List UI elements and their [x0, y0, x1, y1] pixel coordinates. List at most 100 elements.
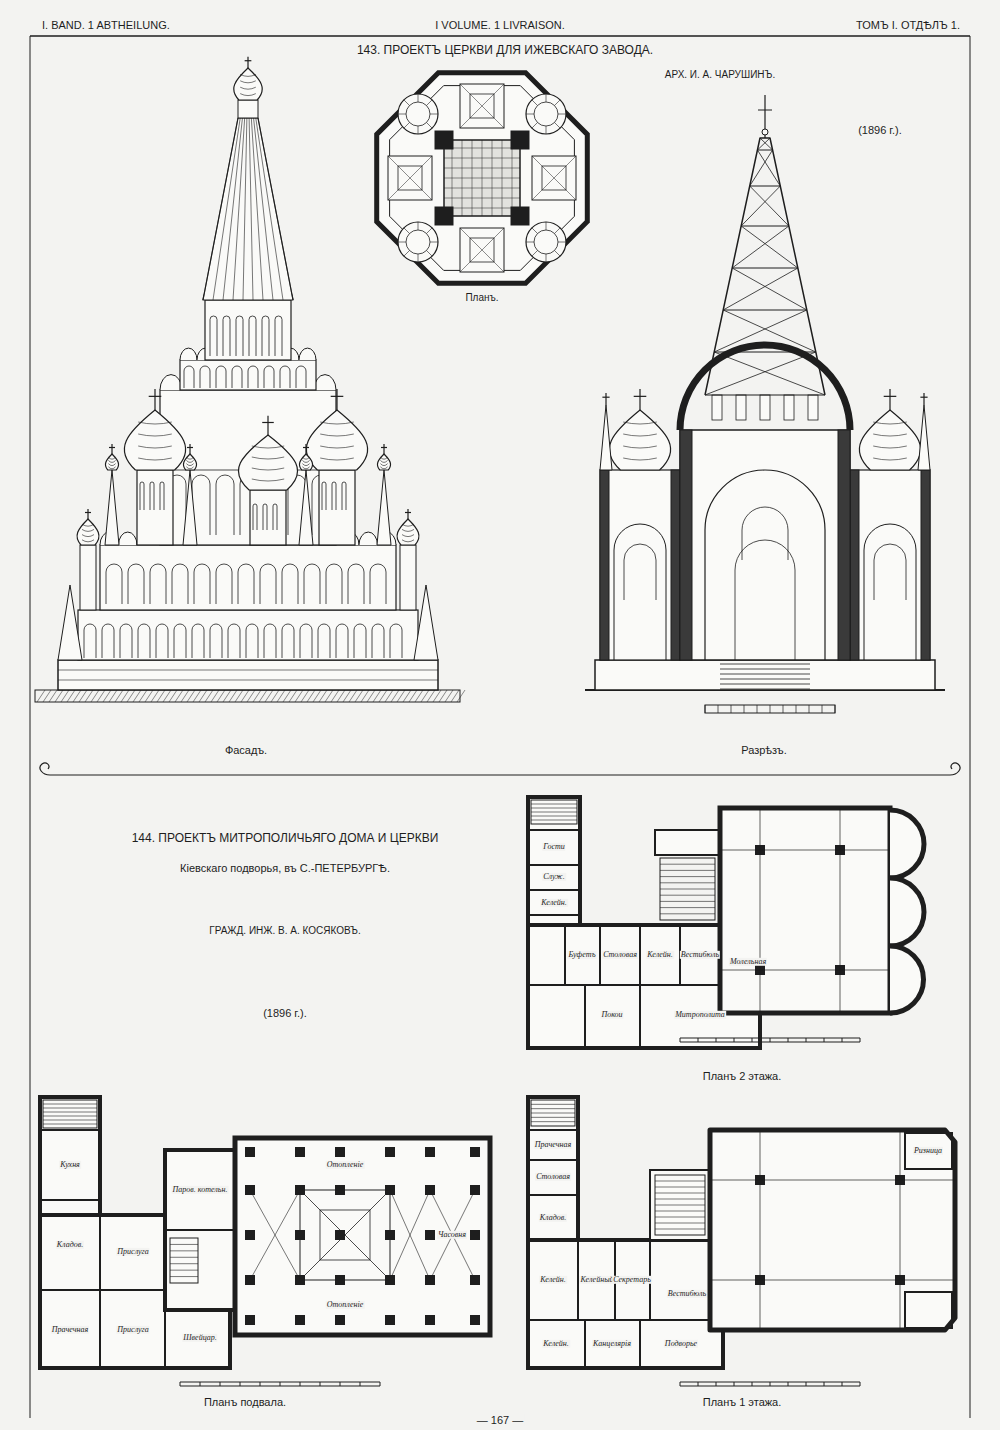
stair-step	[660, 876, 715, 877]
partition-wall	[40, 1289, 165, 1291]
chapel-spoke	[404, 250, 410, 256]
onion-dome	[183, 454, 196, 470]
ground-hatch	[211, 690, 219, 702]
partition-wall	[639, 1320, 641, 1368]
chapel-spoke	[398, 242, 406, 243]
gallery-arch	[84, 624, 96, 658]
hall-axis	[840, 808, 841, 1013]
scale-bar	[220, 1382, 221, 1386]
tier-window	[326, 564, 342, 604]
scale-bar	[788, 1038, 789, 1042]
dome-ribbing	[82, 540, 94, 542]
truss-brace	[723, 268, 798, 310]
hall-axis	[760, 808, 761, 1013]
dome-ribbing	[252, 479, 284, 481]
upper-window	[200, 366, 210, 388]
dome-ribbing	[240, 94, 256, 96]
dome-ribbing	[186, 460, 193, 462]
engineer-name: ГРАЖД. ИНЖ. В. А. КОСЯКОВЪ.	[207, 925, 363, 936]
stair-step	[655, 1217, 705, 1218]
chapel-spoke	[404, 228, 410, 234]
floor-grid	[444, 188, 520, 189]
chapel-spoke	[532, 100, 538, 106]
pier-column	[471, 1148, 480, 1157]
scale-bar	[744, 705, 745, 713]
cross-symbol	[602, 397, 609, 398]
cross-symbol	[605, 393, 606, 405]
partition-wall	[639, 985, 641, 1048]
dome-ribbing	[623, 446, 657, 448]
gallery-arch	[228, 624, 240, 658]
ground-hatch	[253, 690, 261, 702]
corner-turret	[400, 545, 416, 610]
central-window	[216, 475, 234, 535]
chapel-spoke	[558, 242, 566, 243]
inner-arch	[735, 540, 795, 660]
cross-symbol	[85, 512, 91, 513]
aisle-arch	[614, 524, 666, 660]
frame-line	[30, 35, 970, 37]
crypt-hall	[235, 1138, 490, 1335]
room-label: Буфетъ	[567, 951, 596, 959]
dome-ribbing	[252, 468, 284, 470]
chapel-spoke	[526, 242, 534, 243]
chapel-spoke	[532, 228, 538, 234]
vault-line	[460, 228, 504, 272]
dome-ribbing	[402, 524, 414, 526]
floor-grid	[502, 140, 503, 216]
scale-bar	[770, 1382, 771, 1386]
ground-hatch	[67, 690, 75, 702]
scale-bar	[835, 705, 836, 713]
truss-member	[705, 395, 825, 396]
ground-hatch	[145, 690, 153, 702]
front-drum	[250, 490, 286, 545]
pier-column	[435, 131, 453, 149]
pier-column	[426, 1148, 435, 1157]
stair-step	[531, 812, 577, 813]
pier-column	[426, 1231, 435, 1240]
ground-hatch	[403, 690, 411, 702]
gallery-arch	[192, 624, 204, 658]
vault-bay	[320, 1210, 370, 1260]
scale-bar	[806, 1382, 807, 1386]
truss-brace	[741, 226, 798, 268]
ground-hatch	[85, 690, 93, 702]
room-label: Отопленіе	[326, 1301, 365, 1309]
scale-bar	[752, 1038, 753, 1042]
ground-hatch	[199, 690, 207, 702]
church-hall	[710, 1130, 955, 1330]
ground-hatch	[61, 690, 69, 702]
scale-bar	[806, 1038, 807, 1042]
vault-line	[250, 1190, 300, 1280]
nave-arch	[705, 470, 825, 660]
ground-hatch	[109, 690, 117, 702]
ground-hatch	[361, 690, 369, 702]
finial-ball	[762, 129, 768, 135]
stair-hall	[650, 1170, 710, 1240]
stair-step	[660, 895, 715, 896]
service-block	[165, 1150, 235, 1310]
room-label: Часовня	[437, 1231, 467, 1239]
ground-hatch	[127, 690, 135, 702]
vestry-room	[905, 1292, 952, 1328]
stair-step	[720, 664, 810, 665]
hall-axis	[720, 970, 890, 971]
ground-hatch	[385, 690, 393, 702]
room-label: Прачечная	[51, 1326, 89, 1334]
kokoshnik-gable	[160, 375, 182, 390]
dome-ribbing	[380, 464, 387, 466]
chapel-spoke	[532, 250, 538, 256]
foundation	[595, 660, 935, 690]
cross-symbol	[405, 512, 411, 513]
project-heading: 144. ПРОЕКТЪ МИТРОПОЛИЧЬЯГО ДОМА И ЦЕРКВ…	[130, 831, 441, 845]
gallery-arch	[390, 624, 402, 658]
gallery-arch	[264, 624, 276, 658]
partition-wall	[528, 1129, 578, 1131]
pier-column	[386, 1316, 395, 1325]
pier-column	[246, 1316, 255, 1325]
dome-ribbing	[873, 422, 907, 424]
ground-hatch	[241, 690, 249, 702]
room-label: Отопленіе	[326, 1161, 365, 1169]
tier-window	[172, 564, 188, 604]
